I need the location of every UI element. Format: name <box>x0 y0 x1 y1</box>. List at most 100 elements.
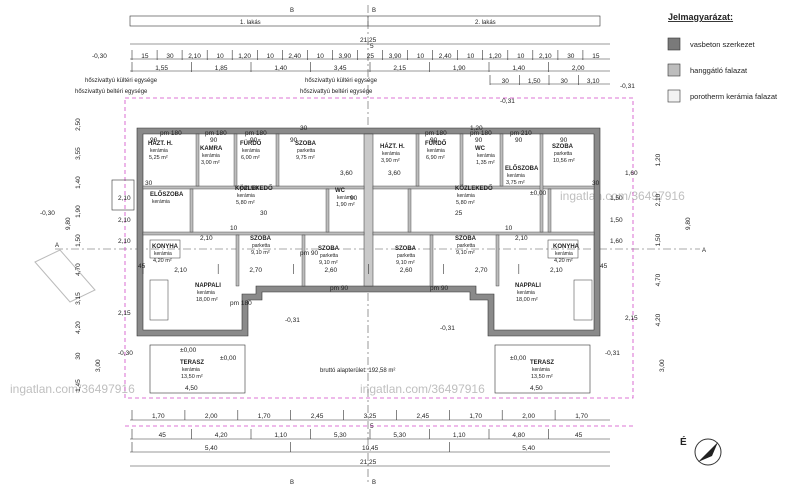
dim-label: 1,40 <box>75 176 82 189</box>
room-material-furdo2: kerámia <box>427 148 445 154</box>
room-name-nappali1: NAPPALI <box>195 283 221 289</box>
axis-a-right: A <box>702 248 706 254</box>
dim-label: 1,70 <box>575 413 588 420</box>
level-11: ±0,00 <box>530 190 547 197</box>
building <box>34 127 601 394</box>
dim-label: 45 <box>138 263 146 270</box>
dim-label: 90 <box>560 137 568 144</box>
level-12: -0,31 <box>500 98 515 105</box>
room-area-eloszoba2: 3,75 m² <box>506 180 525 186</box>
terrace-depth-left: 3,00 <box>95 359 102 372</box>
terrace1-width: 4,50 <box>185 385 198 392</box>
room-material-kozl2: kerámia <box>457 193 475 199</box>
level-marks: -0,30 -0,30 -0,31 -0,30 -0,31 -0,31 -0,3… <box>40 53 635 362</box>
legend-swatch-3 <box>667 89 681 103</box>
dim-label: 10 <box>267 53 275 60</box>
room-material-szoba6: parketta <box>457 243 475 249</box>
axis-a-left: A <box>55 243 59 249</box>
depth-right: 9,80 <box>685 217 692 230</box>
axis-mid-top: 5 <box>370 43 374 50</box>
dim-label: 10 <box>230 225 238 232</box>
level-1: -0,30 <box>92 53 107 60</box>
room-name-hazt2: HÁZT. H. <box>380 143 405 150</box>
dim-label: 1,50 <box>528 78 541 85</box>
level-5: -0,31 <box>285 317 300 324</box>
terrace-1 <box>149 344 246 394</box>
room-name-furdo2: FÜRDŐ <box>425 140 447 147</box>
watermark-1: ingatlan.com/36497916 <box>10 382 135 396</box>
axis-mid-bottom: 5 <box>370 423 374 430</box>
dim-label: 1,20 <box>489 53 502 60</box>
room-name-szoba1: SZOBA <box>295 141 317 147</box>
room-area-kamra: 3,00 m² <box>201 160 220 166</box>
dim-label: 2,50 <box>75 118 82 131</box>
room-name-nappali2: NAPPALI <box>515 283 541 289</box>
dim-label: 3,10 <box>587 78 600 85</box>
room-material-szoba3: parketta <box>320 253 338 259</box>
room-name-hazt1: HÁZT. H. <box>148 140 173 147</box>
dim-label: 2,10 <box>200 235 213 242</box>
dim-label: 10 <box>217 53 225 60</box>
dim-label: 30 <box>592 180 600 187</box>
dim-label: 90 <box>290 137 298 144</box>
dim-label: pm 90 <box>430 285 448 292</box>
dim-label: 1,90 <box>453 65 466 72</box>
dim-label: 90 <box>250 137 258 144</box>
room-area-nappali2: 18,00 m² <box>516 297 538 303</box>
dim-label: 1,85 <box>215 65 228 72</box>
watermark-3: ingatlan.com/36497916 <box>560 189 685 203</box>
room-area-hazt2: 3,90 m² <box>381 158 400 164</box>
dim-label: 1,70 <box>469 413 482 420</box>
legend-label-3: porotherm kerámia falazat <box>690 92 778 101</box>
room-area-hazt1: 5,25 m² <box>149 155 168 161</box>
room-name-szoba4: SZOBA <box>552 144 574 150</box>
room-name-eloszoba2: ELŐSZOBA <box>505 165 539 172</box>
dim-label: 2,10 <box>655 193 662 206</box>
room-material-wc2: kerámia <box>477 153 495 159</box>
dim-label: pm 90 <box>330 285 348 292</box>
room-area-terasz2: 13,50 m² <box>531 374 553 380</box>
dim-label: 30 <box>145 180 153 187</box>
room-area-szoba5: 9,10 m² <box>396 260 415 266</box>
dim-label: 1,10 <box>453 432 466 439</box>
dim-label: 3,15 <box>75 292 82 305</box>
dim-label: 4,20 <box>655 313 662 326</box>
dim-label: 30 <box>561 78 569 85</box>
heat-pump-labels: hőszivattyú kültéri egysége hőszivattyú … <box>75 78 378 95</box>
room-name-kozl1: KÖZLEKEDŐ <box>235 185 273 192</box>
dim-label: 1,60 <box>610 238 623 245</box>
legend-title: Jelmagyarázat: <box>668 12 733 22</box>
room-material-hazt2: kerámia <box>382 151 400 157</box>
room-name-kamra: KAMRA <box>200 146 223 152</box>
dim-label: 30 <box>300 125 308 132</box>
dim-label: 1,70 <box>152 413 165 420</box>
north-label: É <box>680 435 687 448</box>
dim-label: 1,45 <box>75 379 82 392</box>
dim-label: 2,15 <box>625 315 638 322</box>
unit-header-strip: 1. lakás 2. lakás <box>129 15 601 27</box>
unit1-label: 1. lakás <box>240 20 261 26</box>
dim-label: 2,10 <box>174 267 187 274</box>
dim-label: pm 180 <box>205 130 227 137</box>
room-area-terasz1: 13,50 m² <box>181 374 203 380</box>
dim-label: 4,70 <box>655 273 662 286</box>
dim-label: 90 <box>515 137 523 144</box>
dim-label: 5,40 <box>522 445 535 452</box>
room-material-szoba1: parketta <box>297 148 315 154</box>
room-material-nappali2: kerámia <box>517 290 535 296</box>
dim-label: 10,45 <box>362 445 379 452</box>
axis-b-top-left: B <box>290 8 294 14</box>
top-total-width: 21,25 <box>360 37 377 44</box>
dim-label: 10 <box>467 53 475 60</box>
dim-label: 15 <box>592 53 600 60</box>
dim-label: 2,60 <box>400 267 413 274</box>
dim-label: 5,40 <box>205 445 218 452</box>
dim-label: 1,10 <box>274 432 287 439</box>
level-9: ±0,00 <box>220 355 237 362</box>
dim-label: 1,90 <box>75 205 82 218</box>
room-name-szoba6: SZOBA <box>455 236 477 242</box>
